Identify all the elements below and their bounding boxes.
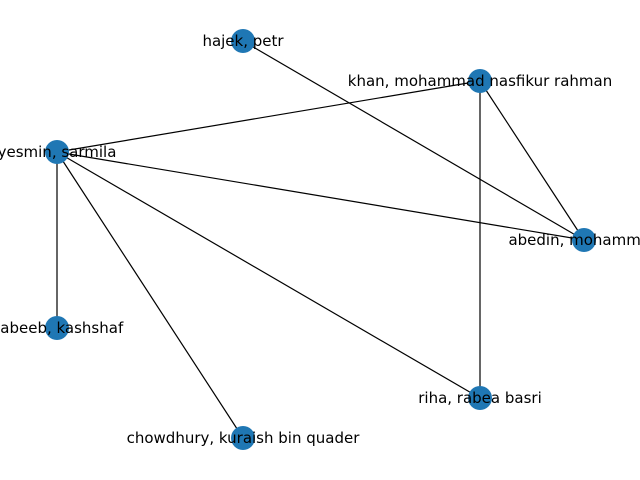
edge-n3-n7 xyxy=(56,151,244,439)
node-n1 xyxy=(231,29,255,53)
edge-n2-n4 xyxy=(479,80,585,241)
node-n5 xyxy=(45,316,69,340)
edge-n2-n3 xyxy=(56,80,481,153)
node-n7 xyxy=(231,426,255,450)
node-n4 xyxy=(572,228,596,252)
node-n6 xyxy=(468,386,492,410)
edges-layer xyxy=(56,40,585,439)
node-label-n6: riha, rabea basri xyxy=(418,389,542,407)
edge-n3-n4 xyxy=(56,151,585,241)
node-label-n4: abedin, mohammad xyxy=(508,231,640,249)
node-label-n1: hajek, petr xyxy=(202,32,284,50)
node-label-n5: habeeb, kashshaf xyxy=(0,319,124,337)
edge-n3-n6 xyxy=(56,151,481,399)
nodes-layer xyxy=(45,29,596,450)
node-label-n2: khan, mohammad nasfikur rahman xyxy=(348,72,612,90)
node-n3 xyxy=(45,140,69,164)
labels-layer: hajek, petr khan, mohammad nasfikur rahma… xyxy=(0,32,640,447)
node-label-n7: chowdhury, kuraish bin quader xyxy=(127,429,361,447)
edge-n1-n4 xyxy=(242,40,585,241)
node-label-n3: yesmin, sarmila xyxy=(0,143,116,161)
node-n2 xyxy=(468,69,492,93)
